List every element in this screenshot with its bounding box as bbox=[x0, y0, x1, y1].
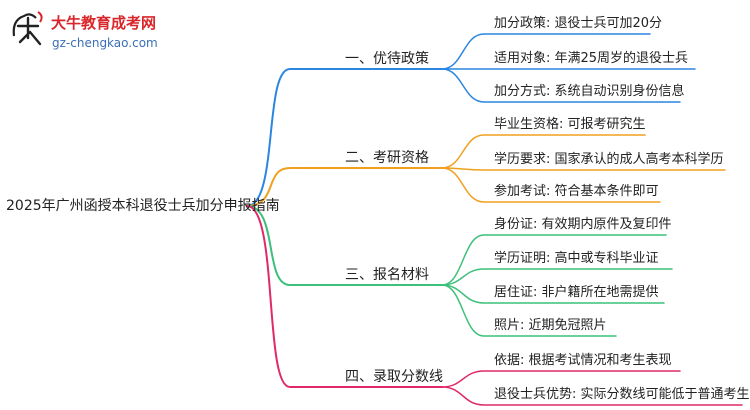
root-branch-connector bbox=[246, 205, 443, 388]
leaf-item: 加分方式: 系统自动识别身份信息 bbox=[494, 84, 685, 99]
leaf-item: 加分政策: 退役士兵可加20分 bbox=[494, 16, 663, 31]
leaf-item: 毕业生资格: 可报考研究生 bbox=[494, 117, 646, 132]
root-branch-connector bbox=[246, 205, 443, 286]
leaf-item: 居住证: 非户籍所在地需提供 bbox=[494, 285, 659, 300]
branch-leaf-connector bbox=[441, 284, 665, 304]
leaf-item: 适用对象: 年满25周岁的退役士兵 bbox=[494, 51, 689, 66]
connector-lines bbox=[246, 33, 743, 406]
branch-leaf-connector bbox=[441, 284, 617, 337]
branch-leaf-connector bbox=[441, 268, 673, 286]
branch-label: 二、考研资格 bbox=[345, 150, 429, 166]
branch-label: 四、录取分数线 bbox=[345, 369, 443, 385]
leaf-item: 学历证明: 高中或专科毕业证 bbox=[494, 251, 659, 266]
branch-label: 三、报名材料 bbox=[345, 267, 429, 283]
root-branch-connector bbox=[246, 167, 443, 207]
leaf-item: 退役士兵优势: 实际分数线可能低于普通考生 bbox=[494, 387, 750, 402]
leaf-item: 学历要求: 国家承认的成人高考本科学历 bbox=[494, 152, 724, 167]
branch-leaf-connector bbox=[441, 167, 661, 203]
root-branch-connector bbox=[246, 68, 443, 207]
logo-mark-icon bbox=[12, 11, 43, 46]
branch-leaf-connector bbox=[441, 386, 743, 406]
branch-label: 一、优待政策 bbox=[345, 51, 429, 67]
logo-name: 大牛教育成考网 bbox=[51, 14, 157, 32]
leaf-item: 照片: 近期免冠照片 bbox=[494, 318, 607, 333]
branch-leaf-connector bbox=[441, 134, 646, 169]
leaf-item: 参加考试: 符合基本条件即可 bbox=[494, 184, 659, 199]
branch-leaf-connector bbox=[441, 234, 667, 286]
branch-leaf-connector bbox=[441, 370, 681, 388]
branch-leaf-connector bbox=[441, 33, 651, 70]
branch-leaf-connector bbox=[441, 68, 681, 103]
branch-leaf-connector bbox=[441, 167, 726, 171]
site-logo[interactable]: 大牛教育成考网 gz-chengkao.com bbox=[6, 6, 166, 56]
leaf-item: 身份证: 有效期内原件及复印件 bbox=[494, 217, 672, 232]
logo-url: gz-chengkao.com bbox=[52, 36, 158, 50]
leaf-item: 依据: 根据考试情况和考生表现 bbox=[494, 353, 672, 368]
root-topic: 2025年广州函授本科退役士兵加分申报指南 bbox=[6, 198, 280, 214]
